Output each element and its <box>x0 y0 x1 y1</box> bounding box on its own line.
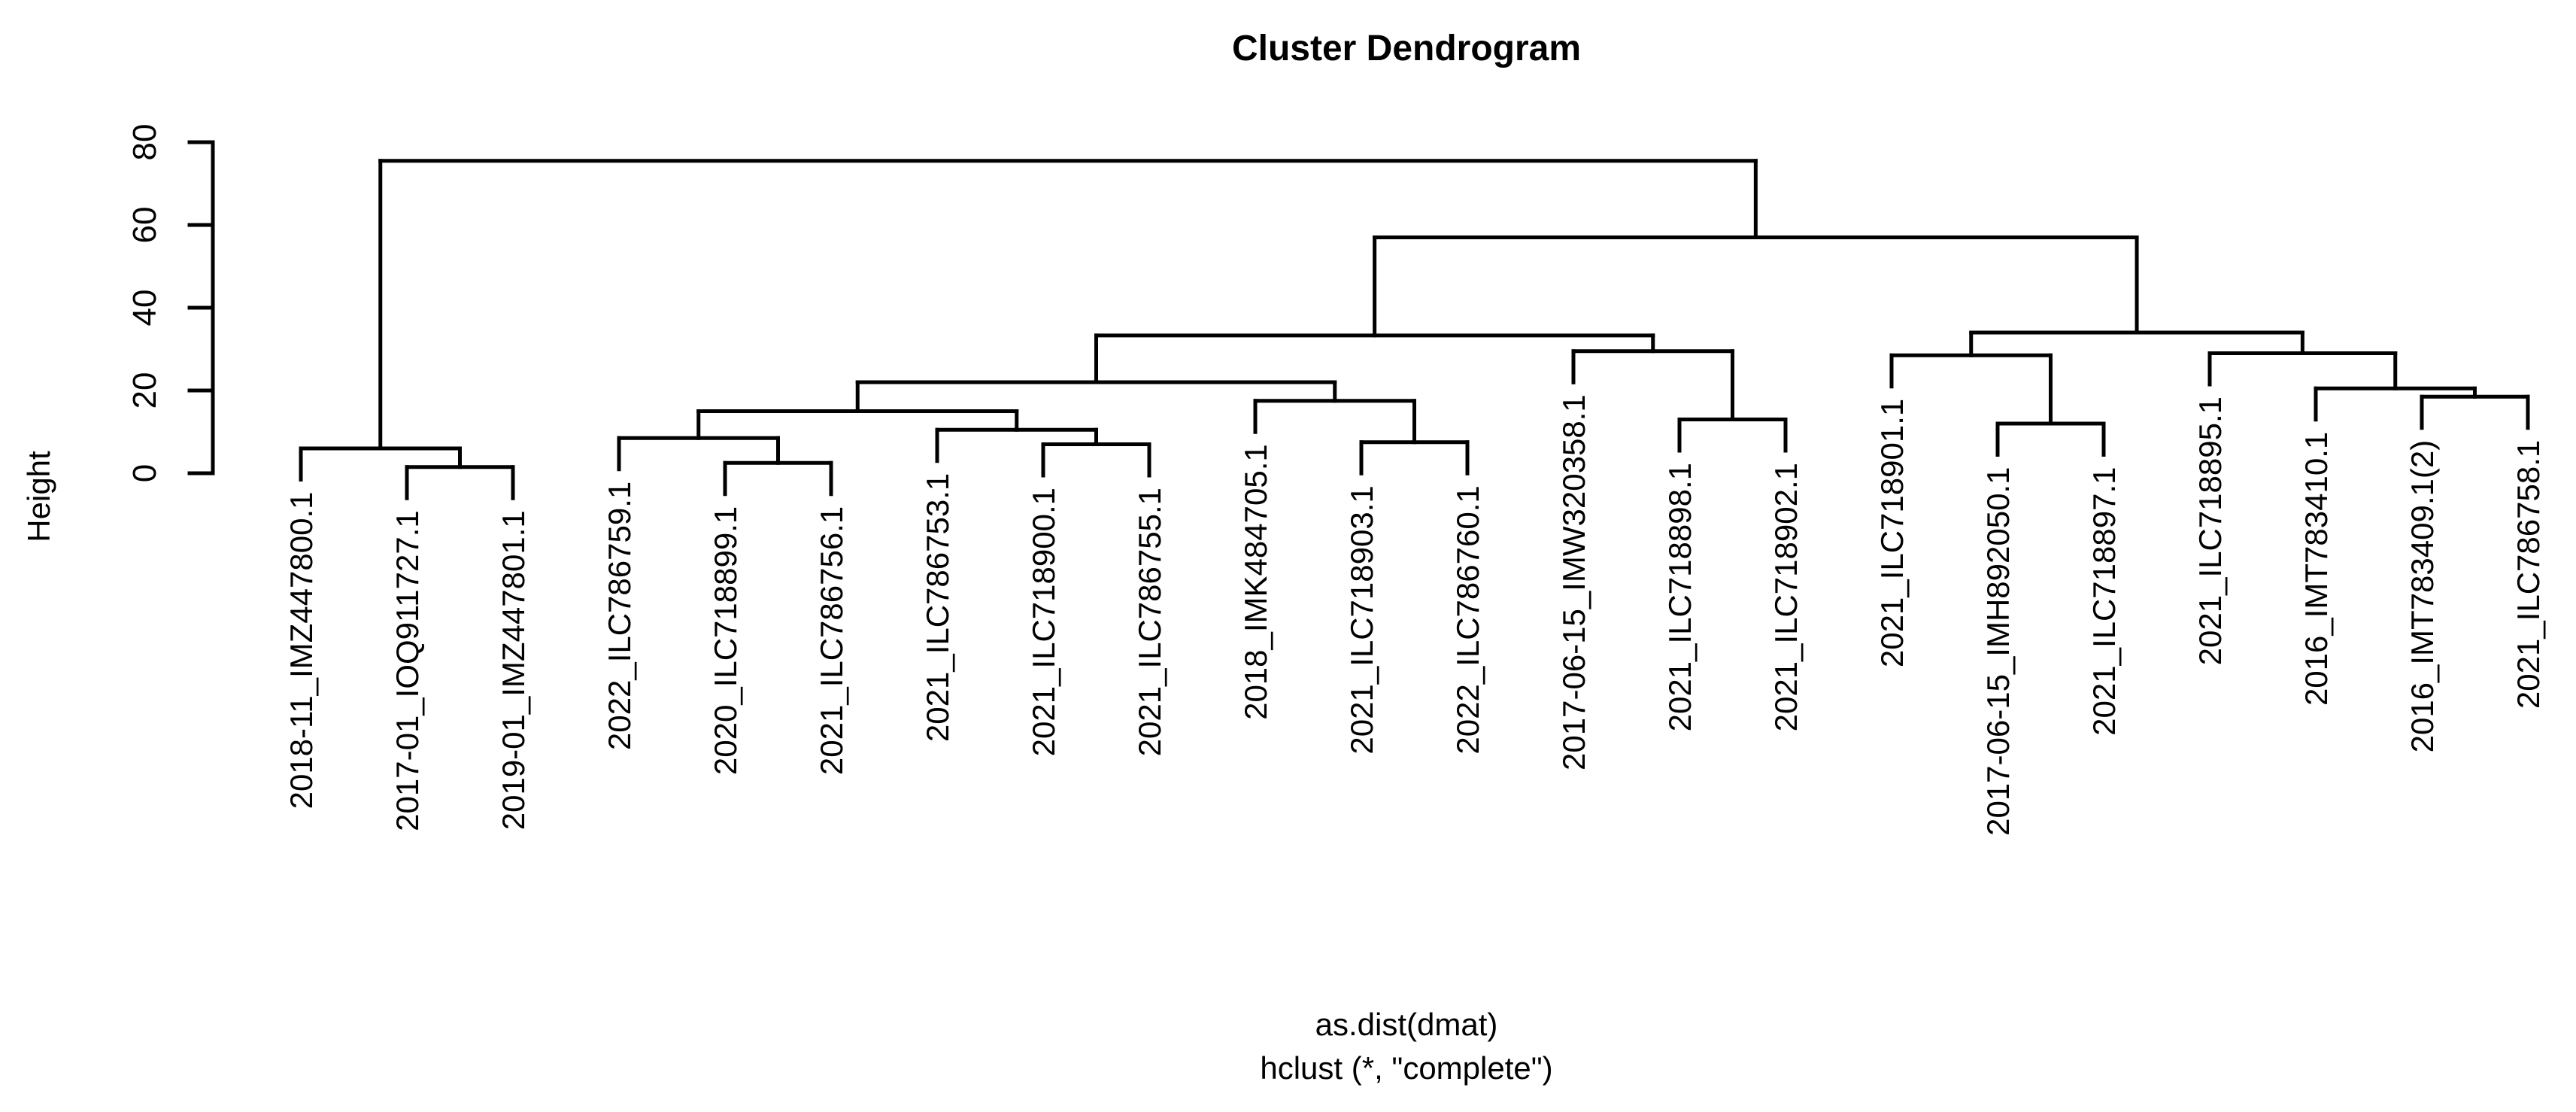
y-tick-label-60: 60 <box>126 207 163 244</box>
leaf-label-16: 2021_ILC718901.1 <box>1874 399 1910 667</box>
leaf-label-12: 2022_ILC786760.1 <box>1450 485 1485 754</box>
leaf-label-2: 2017-01_IOQ911727.1 <box>390 510 425 831</box>
y-tick-label-20: 20 <box>126 372 163 409</box>
caption-line-1: as.dist(dmat) <box>1315 1007 1498 1042</box>
leaf-label-17: 2017-06-15_IMH892050.1 <box>1980 467 2016 836</box>
leaf-label-22: 2021_ILC786758.1 <box>2511 440 2546 709</box>
leaf-label-5: 2020_ILC718899.1 <box>708 506 743 775</box>
leaf-label-21: 2016_IMT783409.1(2) <box>2405 440 2440 753</box>
leaf-label-6: 2021_ILC786756.1 <box>814 506 849 775</box>
leaf-label-13: 2017-06-15_IMW320358.1 <box>1556 394 1591 770</box>
y-axis-title: Height <box>21 451 56 542</box>
leaf-label-18: 2021_ILC718897.1 <box>2086 467 2122 736</box>
leaf-label-19: 2021_ILC718895.1 <box>2192 396 2228 665</box>
leaf-label-20: 2016_IMT783410.1 <box>2298 432 2334 706</box>
leaf-label-9: 2021_ILC786755.1 <box>1132 488 1167 756</box>
y-axis: 0 20 40 60 80 <box>126 124 215 482</box>
leaf-label-4: 2022_ILC786759.1 <box>602 482 637 750</box>
y-tick-label-0: 0 <box>126 464 163 482</box>
leaf-label-1: 2018-11_IMZ447800.1 <box>284 492 319 810</box>
leaf-labels: 2017-01_IOQ911727.1 2019-01_IMZ447801.1 20… <box>284 394 2546 836</box>
chart-title: Cluster Dendrogram <box>1232 29 1581 68</box>
leaf-label-14: 2021_ILC718898.1 <box>1662 463 1698 731</box>
leaf-label-8: 2021_ILC718900.1 <box>1026 488 1061 756</box>
leaf-label-3: 2019-01_IMZ447801.1 <box>496 510 531 830</box>
y-tick-label-80: 80 <box>126 124 163 161</box>
leaf-label-11: 2021_ILC718903.1 <box>1344 485 1379 754</box>
caption-line-2: hclust (*, "complete") <box>1260 1050 1552 1086</box>
leaf-label-15: 2021_ILC718902.1 <box>1768 463 1804 731</box>
leaf-label-7: 2021_ILC786753.1 <box>920 473 955 742</box>
dendrogram-tree <box>299 159 2530 500</box>
leaf-label-10: 2018_IMK484705.1 <box>1238 444 1273 720</box>
y-tick-label-40: 40 <box>126 290 163 327</box>
